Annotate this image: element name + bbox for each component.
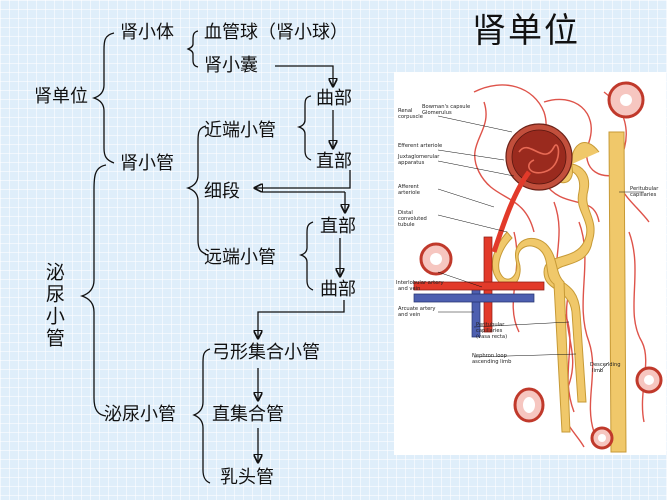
fig-label-peritubular-1: Peritubular <box>630 186 659 192</box>
leader-lines <box>437 115 644 373</box>
fig-label-descending-1: Descending <box>590 362 621 368</box>
glomerulus-drawing <box>505 123 573 191</box>
fig-label-distal-convoluted-3: tubule <box>398 222 415 228</box>
label-papillary-duct: 乳头管 <box>220 467 274 488</box>
fig-label-arcuate-2: and vein <box>398 312 420 318</box>
brace-collecting <box>192 348 211 484</box>
arrow-straight-to-thin <box>255 170 351 188</box>
fig-label-distal-convoluted-2: convoluted <box>398 216 427 222</box>
label-nephron: 肾单位 <box>34 86 88 107</box>
fig-label-efferent-arteriole: Efferent arteriole <box>398 143 442 149</box>
fig-label-interlobular-1: Interlobular artery <box>396 280 444 286</box>
slide-title: 肾单位 <box>472 11 580 51</box>
arrow-capsule-to-convoluted <box>275 65 333 86</box>
fig-label-glomerulus: Glomerulus <box>422 110 452 116</box>
brace-nephron <box>91 32 115 164</box>
fig-label-vasa-recta-2: capillaries <box>476 328 503 334</box>
fig-label-arcuate-1: Arcuate artery <box>398 306 436 312</box>
nephron-illustration: Renal corpuscle Bowman's capsule Glomeru… <box>394 72 666 455</box>
label-urinary-tubule-vertical: 泌尿小管 <box>42 262 65 350</box>
label-capsule: 肾小囊 <box>204 55 258 76</box>
label-urinary-tubule: 泌尿小管 <box>104 404 176 425</box>
label-straight-collecting: 直集合管 <box>212 404 284 425</box>
fig-label-afferent-arteriole-2: arteriole <box>398 190 420 196</box>
label-distal-tubule: 远端小管 <box>204 247 276 268</box>
label-proximal-straight: 直部 <box>316 151 352 172</box>
label-thin-segment: 细段 <box>204 181 240 202</box>
fig-label-descending-2: limb <box>592 368 604 374</box>
fig-label-bowmans-capsule: Bowman's capsule <box>422 104 470 110</box>
fig-label-peritubular-2: capillaries <box>630 192 657 198</box>
brace-urinary-tubule <box>79 164 107 417</box>
label-glomerulus: 血管球（肾小球） <box>204 22 348 43</box>
label-proximal-tubule: 近端小管 <box>204 120 276 141</box>
figure-labels: Renal corpuscle Bowman's capsule Glomeru… <box>396 104 659 374</box>
fig-label-vasa-recta-3: (vasa recta) <box>476 334 507 340</box>
fig-label-juxtaglomerular-2: apparatus <box>398 160 425 166</box>
label-distal-straight: 直部 <box>320 216 356 237</box>
fig-label-afferent-arteriole-1: Afferent <box>398 184 419 190</box>
fig-label-juxtaglomerular-1: Juxtaglomerular <box>397 154 440 160</box>
label-proximal-convoluted: 曲部 <box>316 88 352 109</box>
label-distal-convoluted: 曲部 <box>320 279 356 300</box>
fig-label-renal-corpuscle-1: Renal <box>398 108 412 114</box>
brace-renal-corpuscle <box>186 30 199 68</box>
label-arched-collecting: 弓形集合小管 <box>212 342 320 363</box>
fig-label-renal-corpuscle-2: corpuscle <box>398 114 423 120</box>
cross-sections <box>419 81 663 450</box>
fig-label-nephron-loop-1: Nephron loop <box>472 353 508 359</box>
label-renal-tubule: 肾小管 <box>120 153 174 174</box>
fig-label-distal-convoluted-1: Distal <box>398 210 413 216</box>
arrow-distal-to-arched <box>258 300 345 338</box>
brace-distal <box>298 221 314 291</box>
fig-label-nephron-loop-2: ascending limb <box>472 359 512 365</box>
label-renal-corpuscle: 肾小体 <box>120 22 174 43</box>
fig-label-interlobular-2: and vein <box>398 286 420 292</box>
fig-label-vasa-recta-1: Peritubular <box>476 322 505 328</box>
brace-renal-tubule <box>185 125 207 255</box>
nephron-drawing: Renal corpuscle Bowman's capsule Glomeru… <box>396 81 663 453</box>
brace-proximal <box>296 95 312 161</box>
